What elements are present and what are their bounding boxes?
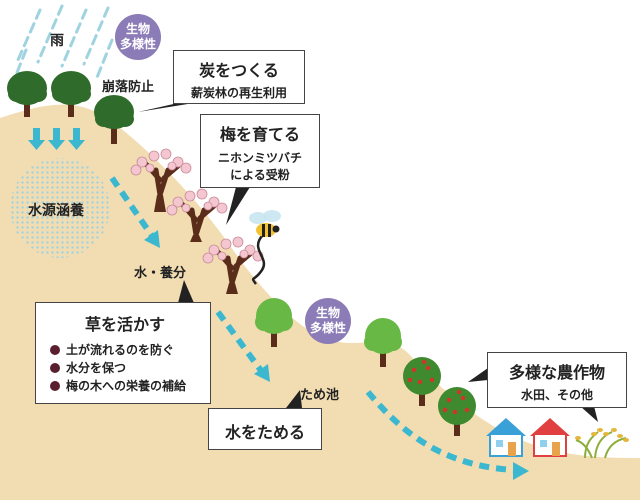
plum-tree-icon [202,236,264,294]
crops-title: 多様な農作物 [508,363,605,382]
water-flow-arrowhead [144,230,160,248]
tree-icon [51,71,91,117]
pond-label: ため池 [300,388,340,403]
house-icon [530,418,570,457]
list-item: 水分を保つ [50,359,200,377]
plum-tree-icon [166,188,228,242]
landslide-prevention-label: 崩落防止 [102,80,155,95]
charcoal-title: 炭をつくる [199,61,279,80]
list-item: 梅の木への栄養の補給 [50,377,200,395]
charcoal-subtitle: 薪炭林の再生利用 [190,86,287,100]
water-source-area [10,158,110,258]
fruit-tree-icon [403,357,441,406]
callout-tails [138,103,598,422]
water-flow-arrow [109,176,155,238]
badge-line2: 多様性 [119,37,156,51]
water-flow-arrowhead [513,462,529,480]
store-water-callout: 水をためる [208,408,322,450]
tree-icon [364,318,402,367]
water-nutrient-label: 水・養分 [134,266,187,281]
water-flow-arrow [215,310,265,374]
crops-subtitle: 水田、その他 [520,388,593,402]
water-flow-arrowhead [254,364,270,382]
tree-icon [255,298,293,347]
charcoal-callout: 炭をつくる 薪炭林の再生利用 [173,50,305,104]
ume-subtitle-line1: ニホンミツバチ [217,151,302,165]
grass-benefits-list: 土が流れるのを防ぐ 水分を保つ 梅の木への栄養の補給 [50,341,200,395]
biodiversity-badge: 生物 多様性 [305,298,351,344]
biodiversity-badge: 生物 多様性 [115,14,161,60]
badge-line2: 多様性 [309,321,346,335]
ume-subtitle-line2: による受粉 [230,168,290,182]
bee-icon [249,210,281,285]
ume-callout: 梅を育てる ニホンミツバチ による受粉 [200,114,320,188]
ume-title: 梅を育てる [219,125,300,144]
crops-callout: 多様な農作物 水田、その他 [487,352,627,408]
tree-icon [94,95,134,144]
list-item: 土が流れるのを防ぐ [50,341,200,359]
badge-line1: 生物 [315,306,340,320]
tree-icon [7,71,47,117]
water-source-label: 水源涵養 [28,203,84,219]
rice-grains [575,428,629,442]
water-infiltration-arrows [28,128,85,150]
fruit-tree-icon [438,387,476,436]
water-flow-arrow [365,390,516,473]
plum-tree-icon [130,148,192,212]
badge-line1: 生物 [125,22,150,36]
grass-title: 草を活かす [84,315,165,334]
store-water-title: 水をためる [224,423,305,442]
house-icon [486,418,526,457]
rain-label: 雨 [50,33,64,49]
grass-callout: 草を活かす 土が流れるのを防ぐ 水分を保つ 梅の木への栄養の補給 [35,302,211,404]
